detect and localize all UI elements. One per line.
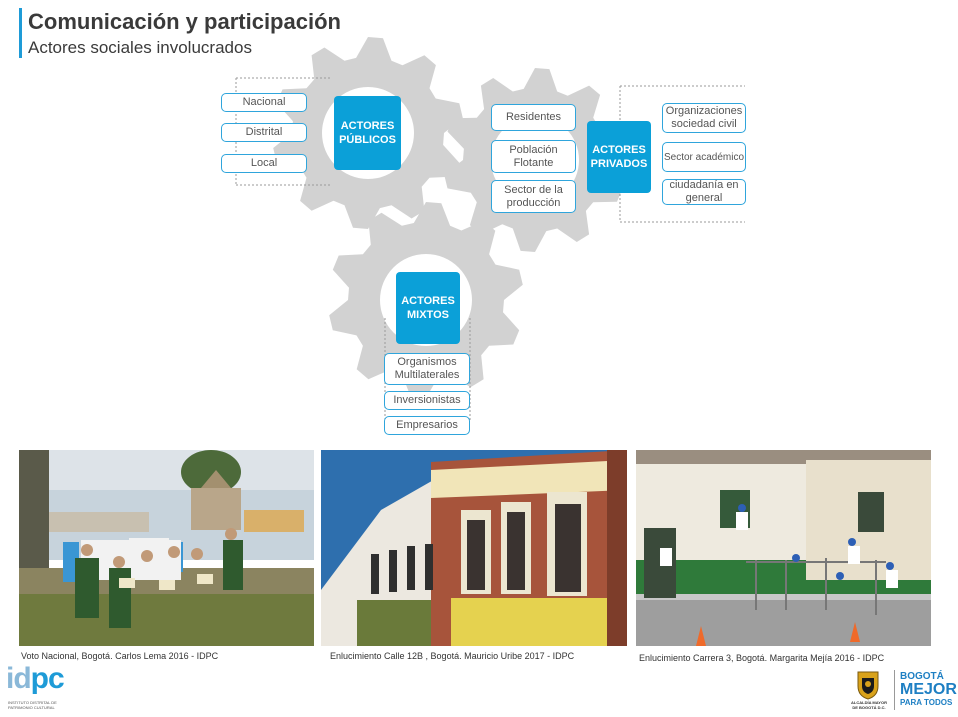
bogota-crest-icon (857, 671, 879, 700)
box-organismos-multilaterales: Organismos Multilaterales (384, 353, 470, 385)
box-empresarios: Empresarios (384, 416, 470, 435)
gears-diagram (235, 37, 745, 420)
page-subtitle: Actores sociales involucrados (28, 38, 252, 57)
photo-carrera-3 (636, 450, 931, 646)
gear-privados (444, 68, 626, 252)
title-accent-bar (19, 8, 22, 58)
gears (273, 37, 626, 398)
box-sector-produccion: Sector de la producción (491, 180, 576, 213)
idpc-wordmark: idpc (6, 662, 65, 695)
box-organizaciones-sociedad-civil: Organizaciones sociedad civil (662, 103, 746, 133)
gear-publicos (273, 37, 463, 229)
box-sector-academico: Sector académico (662, 142, 746, 172)
photo-caption: Voto Nacional, Bogotá. Carlos Lema 2016 … (21, 651, 219, 661)
mejor-text: MEJOR (900, 681, 957, 698)
bogota-text: BOGOTÁ (900, 671, 944, 682)
photo-caption: Enlucimiento Carrera 3, Bogotá. Margarit… (639, 653, 885, 663)
photo-caption: Enlucimiento Calle 12B , Bogotá. Maurici… (330, 651, 575, 661)
box-poblacion-flotante: Población Flotante (491, 140, 576, 173)
alcaldia-text: ALCALDÍA MAYOR DE BOGOTÁ D.C. (851, 700, 887, 710)
bogota-mejor-logo: ALCALDÍA MAYOR DE BOGOTÁ D.C. BOGOTÁ MEJ… (850, 668, 957, 714)
actores-mixtos-label: ACTORES MIXTOS (396, 272, 460, 344)
actores-publicos-label: ACTORES PÚBLICOS (334, 96, 401, 170)
box-residentes: Residentes (491, 104, 576, 131)
box-inversionistas: Inversionistas (384, 391, 470, 410)
para-todos-text: PARA TODOS (900, 698, 953, 707)
box-distrital: Distrital (221, 123, 307, 142)
box-nacional: Nacional (221, 93, 307, 112)
box-local: Local (221, 154, 307, 173)
box-ciudadania-general: ciudadanía en general (662, 179, 746, 205)
gear-mixtos (329, 202, 523, 398)
logo-separator (894, 670, 895, 710)
photo-calle-12b (321, 450, 627, 646)
photo-voto-nacional (19, 450, 314, 646)
page-title: Comunicación y participación (28, 9, 341, 34)
actores-privados-label: ACTORES PRIVADOS (587, 121, 651, 193)
